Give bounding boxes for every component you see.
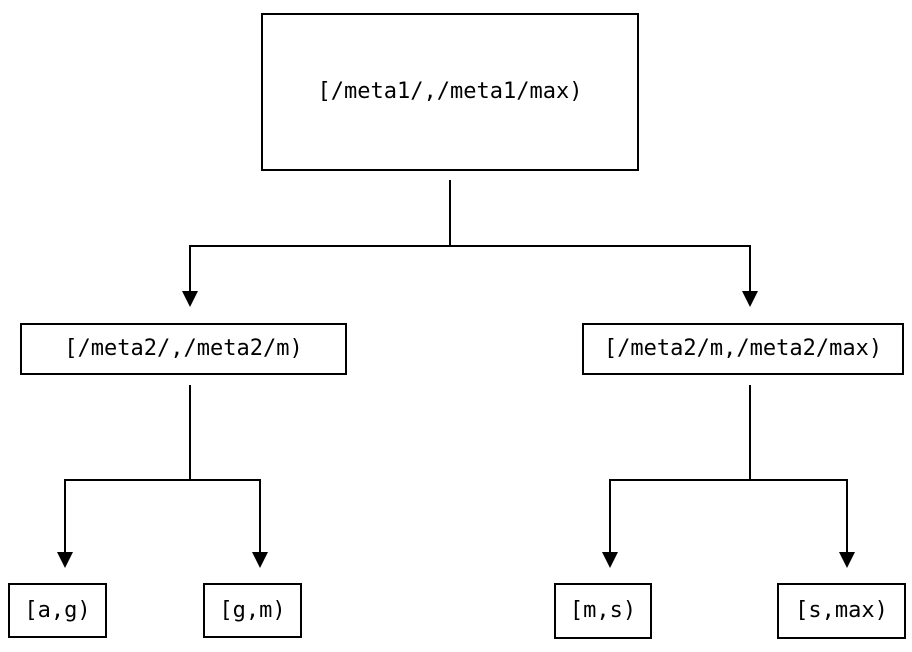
tree-leaf-m-s: [m,s) bbox=[554, 583, 652, 639]
arrowhead-left-node-icon bbox=[182, 291, 198, 307]
tree-leaf-g-m: [g,m) bbox=[203, 583, 302, 638]
tree-node-meta2-lower: [/meta2/,/meta2/m) bbox=[20, 323, 347, 375]
arrowhead-ms-icon bbox=[602, 552, 618, 568]
tree-node-root: [/meta1/,/meta1/max) bbox=[261, 13, 639, 171]
arrowhead-smax-icon bbox=[839, 552, 855, 568]
arrowhead-gm-icon bbox=[252, 552, 268, 568]
arrowhead-ag-icon bbox=[57, 552, 73, 568]
tree-leaf-s-max: [s,max) bbox=[777, 583, 906, 639]
tree-leaf-a-g: [a,g) bbox=[8, 583, 107, 638]
arrowhead-right-node-icon bbox=[742, 291, 758, 307]
tree-node-meta2-upper: [/meta2/m,/meta2/max) bbox=[582, 323, 904, 375]
